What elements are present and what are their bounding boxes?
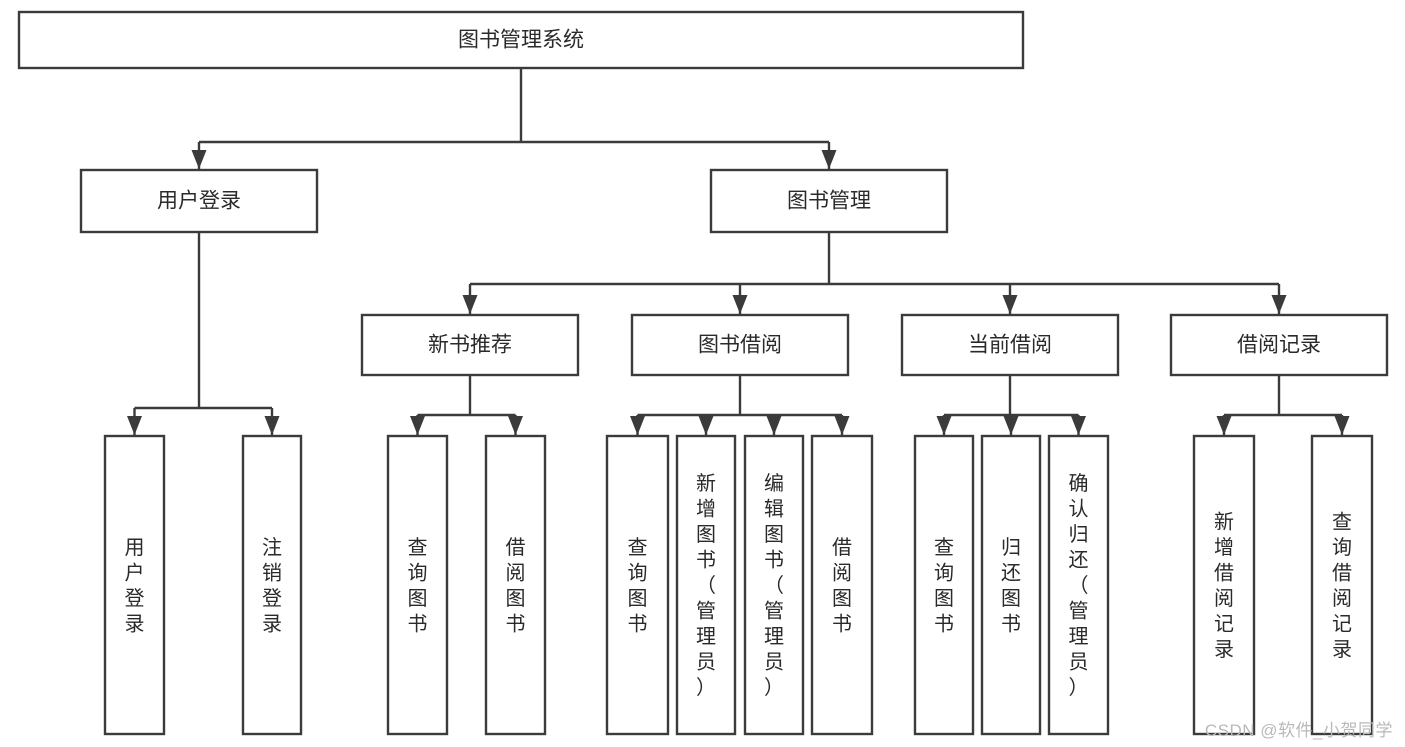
node-borrow-book-1[interactable]: 借阅图书 [484, 434, 547, 736]
node-label: 注销登录 [262, 536, 282, 636]
node-root[interactable]: 图书管理系统 [17, 10, 1025, 70]
node-return-book[interactable]: 归还图书 [980, 434, 1042, 736]
arrow-head-icon [1271, 295, 1287, 314]
arrow-head-icon [1071, 416, 1086, 435]
node-box [630, 313, 850, 377]
arrow-head-icon [1003, 416, 1019, 435]
arrow-head-icon [1216, 416, 1232, 435]
node-label: 确认归还（管理员） [1069, 472, 1089, 699]
node-book-management[interactable]: 图书管理 [709, 168, 949, 234]
node-box [1047, 434, 1110, 736]
node-label: 查询图书 [408, 536, 428, 636]
node-box [79, 168, 319, 234]
node-add-borrow-record[interactable]: 新增借阅记录 [1192, 434, 1256, 736]
node-edit-book-admin[interactable]: 编辑图书（管理员） [743, 434, 805, 736]
node-new-book-recommend[interactable]: 新书推荐 [360, 313, 580, 377]
arrow-head-icon [508, 416, 523, 435]
arrow-head-icon [410, 416, 425, 435]
node-label: 查询图书 [934, 536, 954, 636]
node-label: 新增图书（管理员） [696, 472, 716, 699]
node-box [810, 434, 874, 736]
node-label: 编辑图书（管理员） [764, 472, 784, 699]
arrow-head-icon [630, 416, 645, 435]
arrow-head-icon [264, 416, 280, 435]
node-box [709, 168, 949, 234]
node-query-book-1[interactable]: 查询图书 [386, 434, 449, 736]
node-label: 查询图书 [628, 536, 648, 636]
node-query-borrow-record[interactable]: 查询借阅记录 [1310, 434, 1374, 736]
node-confirm-return-admin[interactable]: 确认归还（管理员） [1047, 434, 1110, 736]
node-box [1169, 313, 1389, 377]
node-box [675, 434, 737, 736]
node-box [484, 434, 547, 736]
node-book-borrow[interactable]: 图书借阅 [630, 313, 850, 377]
node-label: 新增借阅记录 [1214, 510, 1234, 661]
connector-layer [127, 68, 1350, 435]
arrow-head-icon [732, 295, 748, 314]
node-borrow-record[interactable]: 借阅记录 [1169, 313, 1389, 377]
node-label: 用户登录 [125, 537, 145, 636]
node-label: 当前借阅 [968, 334, 1052, 357]
node-current-borrow[interactable]: 当前借阅 [900, 313, 1120, 377]
node-user-login-do[interactable]: 用户登录 [103, 434, 166, 736]
node-label: 归还图书 [1001, 536, 1021, 636]
arrow-head-icon [936, 416, 952, 435]
node-label: 借阅记录 [1237, 334, 1321, 357]
node-user-login[interactable]: 用户登录 [79, 168, 319, 234]
arrow-head-icon [1002, 295, 1018, 314]
node-label: 图书管理系统 [458, 29, 584, 52]
node-box [360, 313, 580, 377]
node-box [980, 434, 1042, 736]
arrow-head-icon [191, 150, 207, 169]
node-box [605, 434, 670, 736]
node-add-book-admin[interactable]: 新增图书（管理员） [675, 434, 737, 736]
node-box [1310, 434, 1374, 736]
arrow-head-icon [698, 416, 714, 435]
node-query-book-2[interactable]: 查询图书 [605, 434, 670, 736]
node-box [103, 434, 166, 736]
node-box [17, 10, 1025, 70]
node-box [743, 434, 805, 736]
node-box [241, 434, 303, 736]
node-label: 查询借阅记录 [1332, 510, 1352, 661]
node-label: 借阅图书 [832, 536, 852, 636]
node-label: 借阅图书 [506, 536, 526, 636]
arrow-head-icon [766, 416, 782, 435]
node-user-logout[interactable]: 注销登录 [241, 434, 303, 736]
arrow-head-icon [127, 416, 142, 435]
node-box [900, 313, 1120, 377]
arrow-head-icon [834, 416, 850, 435]
node-label: 用户登录 [157, 190, 241, 213]
node-box [913, 434, 975, 736]
node-label: 新书推荐 [428, 334, 512, 357]
node-label: 图书管理 [787, 190, 871, 213]
arrow-head-icon [821, 150, 837, 169]
arrow-head-icon [462, 295, 478, 314]
arrow-head-icon [1334, 416, 1350, 435]
node-label: 图书借阅 [698, 334, 782, 357]
node-query-book-3[interactable]: 查询图书 [913, 434, 975, 736]
node-box [1192, 434, 1256, 736]
node-box [386, 434, 449, 736]
node-borrow-book-2[interactable]: 借阅图书 [810, 434, 874, 736]
watermark-text: CSDN @软件_小贺同学 [1204, 721, 1393, 740]
